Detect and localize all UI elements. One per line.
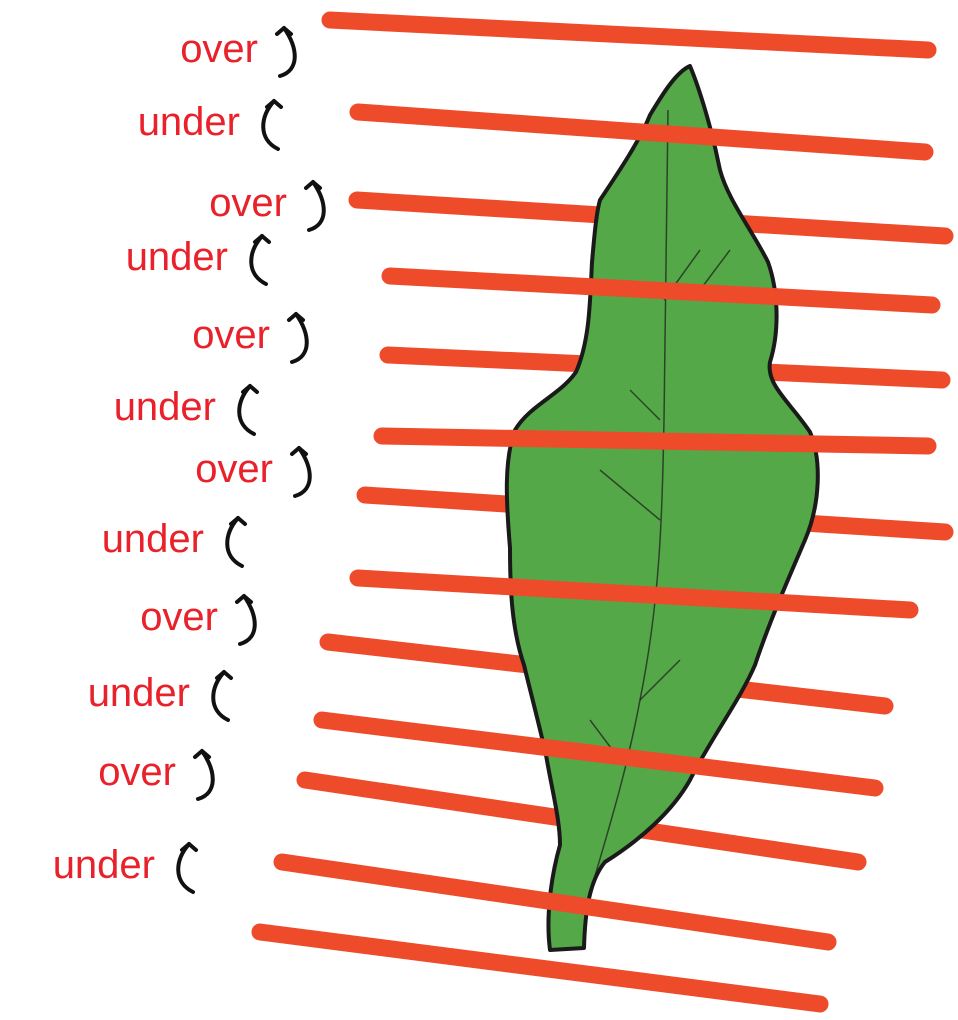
weave-label-text: under [88,671,190,715]
over-arrow-icon [306,182,324,230]
strip-1-under [330,20,928,50]
weave-label-7: over [195,447,310,496]
weave-label-1: over [180,27,295,76]
weave-label-5: over [192,313,307,362]
strip-13-under [260,932,820,1004]
weave-label-9: over [140,595,255,644]
weave-labels: over under over under over under over under over… [53,27,324,892]
under-arrow-icon [251,236,269,284]
weave-label-text: over [195,447,273,491]
over-arrow-icon [195,751,213,799]
over-arrow-icon [277,28,295,76]
over-arrow-icon [292,448,310,496]
over-arrow-icon [289,314,307,362]
weave-label-3: over [209,181,324,230]
weave-label-text: over [180,27,258,71]
weave-label-text: under [114,385,216,429]
weave-label-8: under [102,517,245,566]
weave-label-text: under [102,517,204,561]
weave-label-text: over [140,595,218,639]
under-arrow-icon [239,386,257,434]
strip-6-over [382,436,928,446]
weave-label-text: over [98,750,176,794]
weave-label-12: under [53,843,196,892]
weave-label-6: under [114,385,257,434]
under-arrow-icon [263,101,281,149]
weave-label-10: under [88,671,231,720]
under-arrow-icon [227,518,245,566]
over-arrow-icon [237,596,255,644]
weave-label-text: over [209,181,287,225]
weave-label-4: under [126,235,269,284]
under-arrow-icon [178,844,196,892]
weave-label-text: over [192,313,270,357]
under-arrow-icon [213,672,231,720]
weave-label-text: under [138,100,240,144]
weave-label-text: under [126,235,228,279]
weave-label-2: under [138,100,281,149]
weave-label-11: over [98,750,213,799]
weave-label-text: under [53,843,155,887]
